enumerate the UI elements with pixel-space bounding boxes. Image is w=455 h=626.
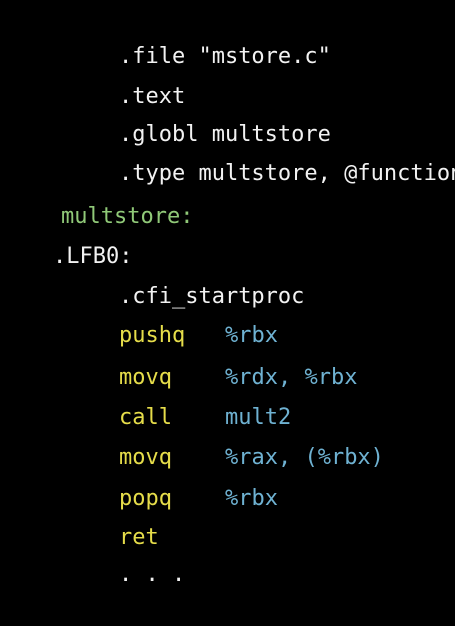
instruction-operands: %rbx — [224, 486, 278, 511]
instruction-operands: %rax, (%rbx) — [224, 445, 384, 470]
ellipsis-text: . . . — [118, 562, 186, 587]
directive-text: .text — [118, 84, 186, 109]
directive-text: .globl multstore — [118, 122, 331, 147]
instruction-mnemonic: popq — [118, 486, 172, 511]
instruction-line: pushq %rbx — [66, 285, 278, 348]
instruction-operands: mult2 — [224, 405, 292, 430]
instruction-mnemonic: call — [118, 405, 172, 430]
directive-text: .type multstore, @function — [118, 161, 455, 186]
function-label-text: multstore: — [60, 204, 194, 229]
directive-file: .file "mstore.c" — [66, 6, 331, 69]
directive-globl: .globl multstore — [66, 84, 331, 147]
directive-text: .cfi_startproc — [118, 284, 305, 309]
function-label: multstore: — [8, 166, 193, 229]
local-label: .LFB0: — [0, 206, 132, 269]
instruction-operands: %rbx — [224, 323, 278, 348]
instruction-line: movq %rdx, %rbx — [66, 327, 357, 390]
ellipsis: . . . — [66, 524, 185, 587]
instruction-line: movq %rax, (%rbx) — [66, 407, 384, 470]
directive-text: .file "mstore.c" — [118, 44, 331, 69]
instruction-mnemonic: movq — [118, 445, 172, 470]
instruction-line: popq %rbx — [66, 448, 278, 511]
directive-type: .type multstore, @function — [66, 123, 455, 186]
instruction-line: ret — [66, 487, 225, 550]
instruction-mnemonic: pushq — [118, 323, 186, 348]
instruction-mnemonic: ret — [118, 525, 159, 550]
directive-text-section: .text — [66, 46, 185, 109]
instruction-line: call mult2 — [66, 367, 291, 430]
instruction-mnemonic: movq — [118, 365, 172, 390]
local-label-text: .LFB0: — [52, 244, 133, 269]
assembly-code-view: .file "mstore.c" .text .globl multstore … — [0, 6, 455, 587]
directive-cfi-startproc: .cfi_startproc — [66, 246, 304, 309]
instruction-operands: %rdx, %rbx — [224, 365, 358, 390]
